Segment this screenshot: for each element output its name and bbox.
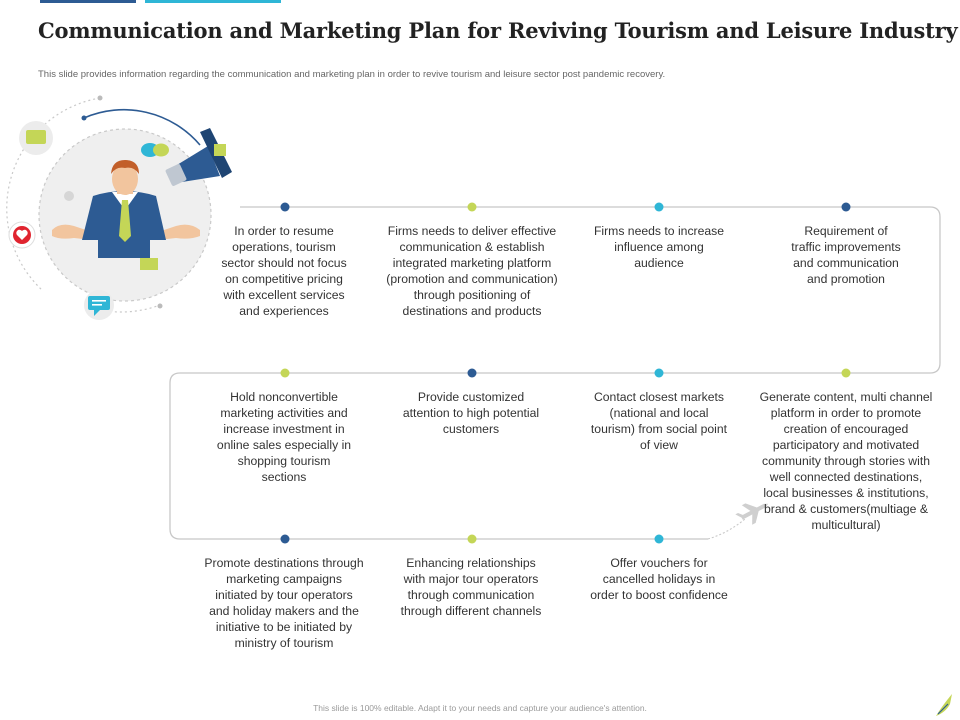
step-10: Enhancing relationships with major tour … — [400, 556, 542, 618]
step-6: Provide customized attention to high pot… — [402, 390, 540, 436]
chat-bubbles-icon — [19, 121, 53, 155]
top-accent-bar-cyan — [145, 0, 281, 3]
step-dot-8 — [841, 368, 851, 378]
illustration — [6, 95, 232, 320]
step-5: Hold nonconvertible marketing activities… — [216, 390, 352, 484]
step-7: Contact closest markets (national and lo… — [590, 390, 728, 452]
step-8: Generate content, multi channel platform… — [759, 390, 933, 532]
step-dot-11 — [654, 534, 664, 544]
top-accent-bar-navy — [40, 0, 136, 3]
step-4: Requirement of traffic improvements and … — [791, 224, 901, 286]
page-subtitle: This slide provides information regardin… — [38, 69, 666, 80]
step-dot-9 — [280, 534, 290, 544]
step-dot-4 — [841, 202, 851, 212]
heart-icon — [8, 221, 36, 249]
person-icon — [52, 160, 200, 270]
step-11: Offer vouchers for cancelled holidays in… — [590, 556, 728, 602]
step-dot-10 — [467, 534, 477, 544]
step-dots — [280, 202, 851, 544]
step-dot-7 — [654, 368, 664, 378]
step-dot-3 — [654, 202, 664, 212]
step-2: Firms needs to deliver effective communi… — [386, 224, 558, 318]
step-1: In order to resume operations, tourism s… — [221, 224, 347, 318]
megaphone-icon — [165, 128, 232, 186]
step-dot-1 — [280, 202, 290, 212]
footer-note: This slide is 100% editable. Adapt it to… — [313, 703, 647, 713]
message-icon — [84, 290, 114, 320]
step-9: Promote destinations through marketing c… — [204, 556, 364, 650]
step-dot-5 — [280, 368, 290, 378]
step-dot-2 — [467, 202, 477, 212]
step-dot-6 — [467, 368, 477, 378]
airplane-icon — [735, 503, 769, 525]
chat-bubbles-icon — [141, 143, 169, 157]
page-title: Communication and Marketing Plan for Rev… — [38, 18, 958, 43]
step-3: Firms needs to increase influence among … — [593, 224, 725, 270]
